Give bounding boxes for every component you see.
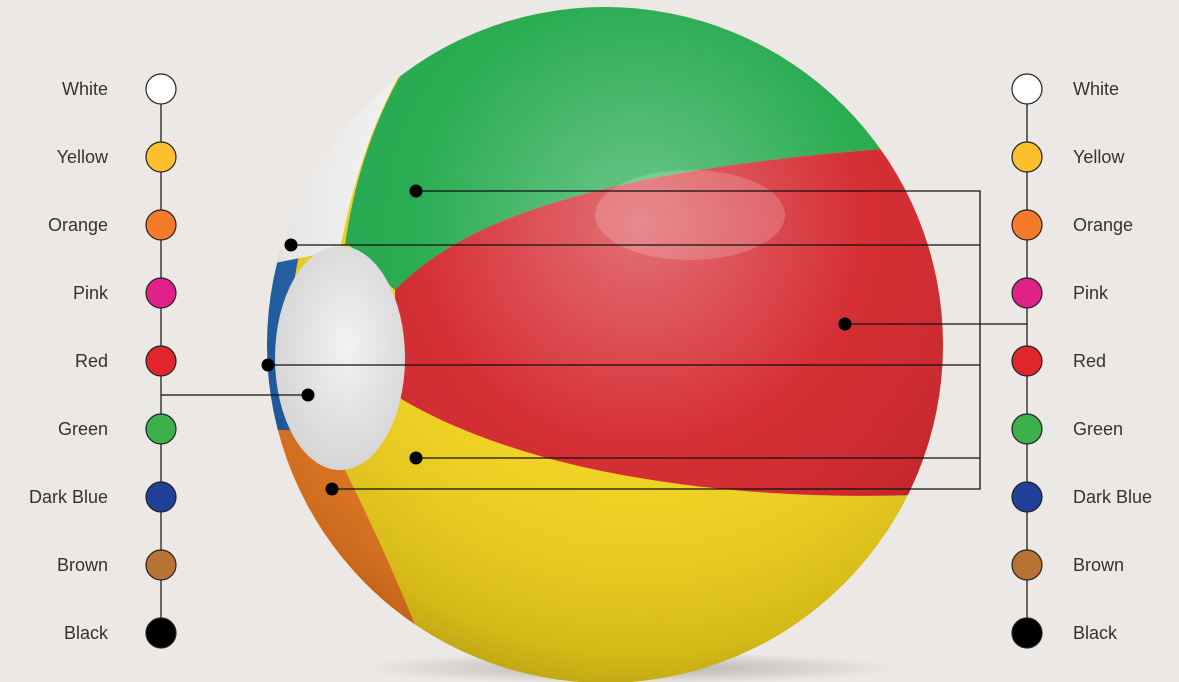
valve-cap (275, 246, 405, 470)
left-label-yellow: Yellow (57, 146, 108, 168)
right-label-orange: Orange (1073, 214, 1133, 236)
dot-green-panel (410, 185, 423, 198)
dot-yellow-panel (410, 452, 423, 465)
left-swatch-green (146, 414, 176, 444)
right-swatch-column (1012, 74, 1042, 648)
left-swatch-black (146, 618, 176, 648)
right-swatch-green (1012, 414, 1042, 444)
right-swatch-black (1012, 618, 1042, 648)
right-swatch-white (1012, 74, 1042, 104)
right-swatch-pink (1012, 278, 1042, 308)
left-label-brown: Brown (57, 554, 108, 576)
left-swatch-red (146, 346, 176, 376)
left-label-black: Black (64, 622, 108, 644)
left-label-green: Green (58, 418, 108, 440)
right-label-white: White (1073, 78, 1119, 100)
left-label-dark-blue: Dark Blue (29, 486, 108, 508)
left-swatch-white (146, 74, 176, 104)
dot-cap (302, 389, 315, 402)
right-label-red: Red (1073, 350, 1106, 372)
right-swatch-dark-blue (1012, 482, 1042, 512)
left-swatch-yellow (146, 142, 176, 172)
dot-orange-panel (326, 483, 339, 496)
left-swatch-pink (146, 278, 176, 308)
left-label-white: White (62, 78, 108, 100)
right-label-green: Green (1073, 418, 1123, 440)
left-swatch-brown (146, 550, 176, 580)
right-label-dark-blue: Dark Blue (1073, 486, 1152, 508)
right-swatch-red (1012, 346, 1042, 376)
ball-highlight (595, 170, 785, 260)
left-swatch-dark-blue (146, 482, 176, 512)
right-swatch-brown (1012, 550, 1042, 580)
dot-red-panel (839, 318, 852, 331)
right-label-yellow: Yellow (1073, 146, 1124, 168)
right-label-pink: Pink (1073, 282, 1108, 304)
right-label-brown: Brown (1073, 554, 1124, 576)
left-label-orange: Orange (48, 214, 108, 236)
dot-white-panel (285, 239, 298, 252)
right-swatch-orange (1012, 210, 1042, 240)
dot-blue-panel (262, 359, 275, 372)
left-swatch-column (146, 74, 176, 648)
right-label-black: Black (1073, 622, 1117, 644)
right-swatch-yellow (1012, 142, 1042, 172)
left-label-red: Red (75, 350, 108, 372)
left-label-pink: Pink (73, 282, 108, 304)
left-swatch-orange (146, 210, 176, 240)
